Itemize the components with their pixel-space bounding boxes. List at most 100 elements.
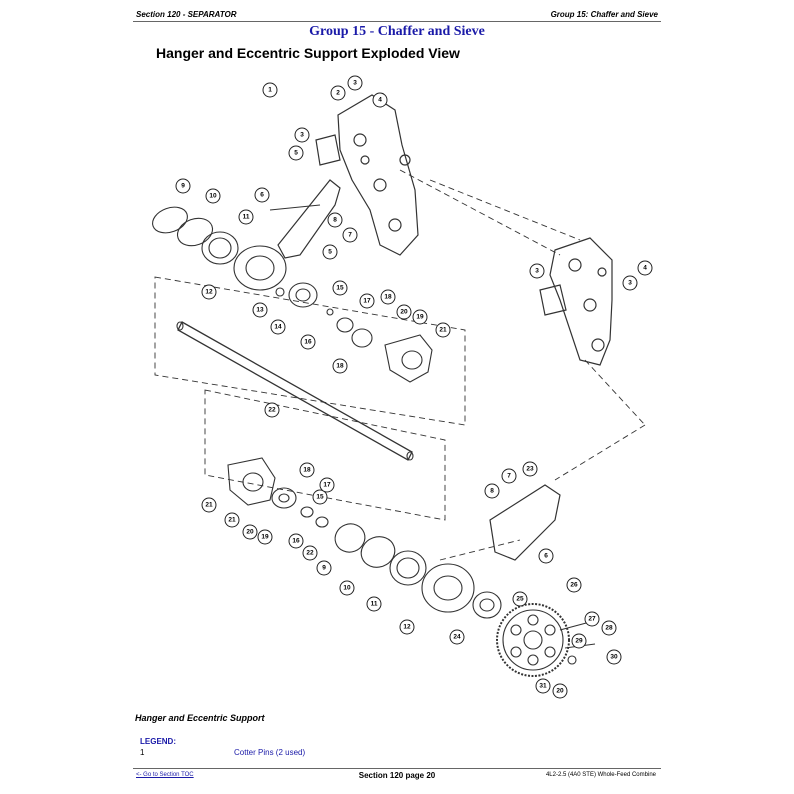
callout-5b: 5 [322,244,338,260]
callout-23: 23 [522,461,538,477]
svg-text:20: 20 [556,688,564,695]
svg-text:3: 3 [628,280,632,287]
svg-text:21: 21 [228,517,236,524]
callout-19a: 19 [412,309,428,325]
callout-10a: 10 [205,188,221,204]
callout-11b: 11 [366,596,382,612]
callout-5a: 5 [288,145,304,161]
callout-7a: 7 [342,227,358,243]
callout-10b: 10 [339,580,355,596]
svg-text:8: 8 [490,488,494,495]
callout-16b: 16 [288,533,304,549]
callout-15b: 15 [312,489,328,505]
footer-divider [133,768,661,769]
svg-text:20: 20 [246,529,254,536]
svg-text:3: 3 [300,132,304,139]
svg-text:4: 4 [378,97,382,104]
section-toc-link[interactable]: <- Go to Section TOC [136,772,194,778]
callout-3d: 3 [622,275,638,291]
callout-21a: 21 [435,322,451,338]
callout-26: 26 [566,577,582,593]
svg-text:11: 11 [243,214,250,221]
callout-9b: 9 [316,560,332,576]
svg-text:9: 9 [322,565,326,572]
callout-3a: 3 [347,75,363,91]
svg-text:21: 21 [439,327,447,334]
svg-text:12: 12 [205,289,213,296]
upper-eccentric-plate [384,334,433,383]
callout-4b: 4 [637,260,653,276]
svg-text:16: 16 [304,339,312,346]
upper-hanger-assembly [315,94,419,256]
callout-27: 27 [584,611,600,627]
svg-text:10: 10 [209,193,217,200]
svg-text:18: 18 [384,294,392,301]
callout-31: 31 [535,678,551,694]
callout-24: 24 [449,629,465,645]
svg-text:21: 21 [205,502,213,509]
document-id: 4L2-2.5 (4A0 STE) Whole-Feed Combine [545,772,656,778]
callout-12a: 12 [201,284,217,300]
svg-text:26: 26 [570,582,578,589]
callout-28: 28 [601,620,617,636]
figure-caption: Hanger and Eccentric Support [135,713,265,723]
svg-text:17: 17 [323,482,331,489]
callout-20c: 20 [552,683,568,699]
section-heading: Hanger and Eccentric Support Exploded Vi… [156,45,460,61]
upper-support-arm [277,179,341,259]
svg-text:17: 17 [363,298,371,305]
callout-20b: 20 [242,524,258,540]
svg-text:18: 18 [303,467,311,474]
callout-14a: 14 [270,319,286,335]
svg-text:15: 15 [316,494,324,501]
callout-9a: 9 [175,178,191,194]
callout-20a: 20 [396,304,412,320]
svg-text:30: 30 [610,654,618,661]
page-number: Section 120 page 20 [358,771,436,780]
legend-title: LEGEND: [140,737,176,746]
callout-16a: 16 [300,334,316,350]
callout-19b: 19 [257,529,273,545]
svg-text:11: 11 [371,601,378,608]
svg-text:5: 5 [328,249,332,256]
callout-22b: 22 [302,545,318,561]
callout-8b: 8 [484,483,500,499]
callout-6a: 6 [254,187,270,203]
svg-text:16: 16 [292,538,300,545]
lower-support-arm [489,484,561,561]
svg-text:14: 14 [274,324,282,331]
svg-text:4: 4 [643,265,647,272]
svg-text:6: 6 [260,192,264,199]
svg-text:7: 7 [507,473,511,480]
callout-17b: 17 [319,477,335,493]
drive-sprocket [496,603,570,677]
svg-text:3: 3 [353,80,357,87]
callout-12b: 12 [399,619,415,635]
callout-18a: 18 [380,289,396,305]
group-title: Group 15 - Chaffer and Sieve [309,24,485,39]
header-divider [133,21,661,22]
svg-text:18: 18 [336,363,344,370]
svg-text:22: 22 [306,550,314,557]
callout-6b: 6 [538,548,554,564]
eccentric-shaft [177,321,413,461]
svg-text:23: 23 [526,466,534,473]
svg-text:15: 15 [336,285,344,292]
callout-30: 30 [606,649,622,665]
callout-2a: 2 [330,85,346,101]
callout-21b: 21 [201,497,217,513]
running-header-group: Group 15: Chaffer and Sieve [550,10,658,19]
callout-1: 1 [262,82,278,98]
svg-text:22: 22 [268,407,276,414]
svg-text:24: 24 [453,634,461,641]
svg-text:13: 13 [256,307,264,314]
callout-3b: 3 [294,127,310,143]
svg-text:20: 20 [400,309,408,316]
svg-text:7: 7 [348,232,352,239]
callout-18c: 18 [299,462,315,478]
legend-item-number: 1 [140,748,145,757]
svg-text:31: 31 [539,683,547,690]
svg-text:1: 1 [268,87,272,94]
svg-text:19: 19 [416,314,424,321]
